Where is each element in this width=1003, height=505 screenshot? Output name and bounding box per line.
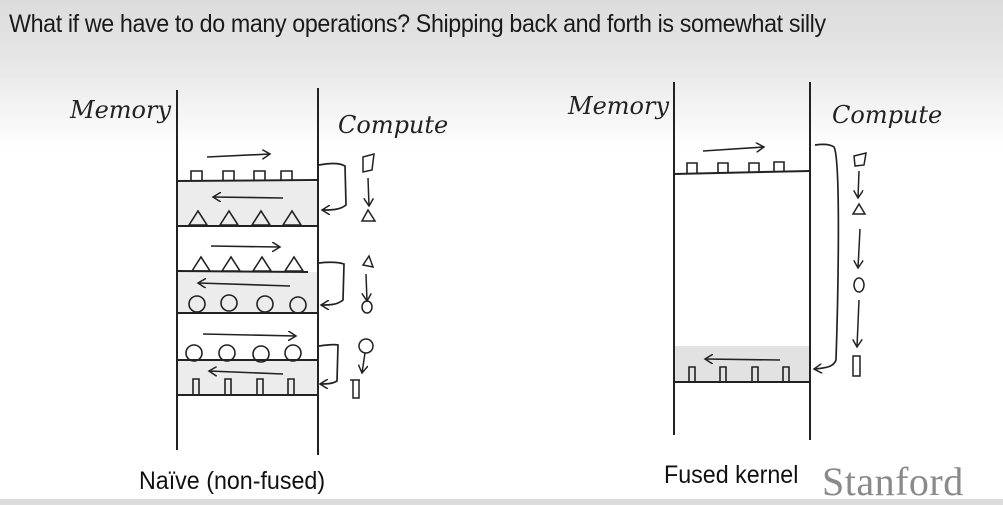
naive-divider xyxy=(176,179,319,182)
naive-row-shade xyxy=(178,182,317,226)
fused-rectangles-row xyxy=(688,366,790,382)
square-icon xyxy=(362,152,375,173)
square-icon xyxy=(853,151,867,167)
naive-caption: Naïve (non-fused) xyxy=(139,467,326,495)
naive-arrow-right xyxy=(202,334,296,336)
triangle-icon xyxy=(361,254,375,268)
fused-diagram xyxy=(673,82,867,440)
rectangle-icon xyxy=(852,355,861,377)
naive-squares-row xyxy=(190,170,293,180)
naive-loop-arrows xyxy=(319,162,347,384)
naive-rectangles-row xyxy=(192,378,295,395)
naive-memory-label: Memory xyxy=(70,96,172,124)
fused-arrow-right xyxy=(702,147,764,151)
naive-arrow-right xyxy=(210,246,280,247)
triangle-icon xyxy=(360,208,377,222)
stanford-watermark: Stanford xyxy=(822,459,964,504)
circle-icon xyxy=(853,277,865,293)
naive-triangles-row xyxy=(190,255,305,272)
circle-icon xyxy=(358,338,374,354)
fused-squares-row xyxy=(686,161,785,173)
fused-caption: Fused kernel xyxy=(664,461,799,489)
fused-compute-chain xyxy=(851,151,867,377)
naive-triangles-row xyxy=(187,209,303,226)
naive-arrow-left xyxy=(213,197,284,198)
naive-compute-ops xyxy=(350,152,377,399)
fused-row-shade xyxy=(675,346,809,382)
fused-compute-label: Compute xyxy=(832,101,943,129)
fused-memory-label: Memory xyxy=(568,92,670,120)
naive-compute-label: Compute xyxy=(338,111,449,139)
naive-row-shade xyxy=(178,272,317,313)
naive-arrow-left xyxy=(198,283,291,286)
fused-loop-arrow xyxy=(814,143,840,369)
triangle-icon xyxy=(851,202,867,215)
fused-arrow-left xyxy=(705,359,781,360)
naive-circles-row xyxy=(188,294,307,314)
slide-title: What if we have to do many operations? S… xyxy=(9,10,826,38)
fused-divider xyxy=(673,170,811,175)
circle-icon xyxy=(361,300,373,314)
naive-diagram xyxy=(176,88,377,455)
rectangle-icon xyxy=(350,379,360,399)
naive-circles-row xyxy=(185,344,302,363)
naive-arrow-left xyxy=(209,371,284,374)
naive-arrow-right xyxy=(206,154,270,157)
